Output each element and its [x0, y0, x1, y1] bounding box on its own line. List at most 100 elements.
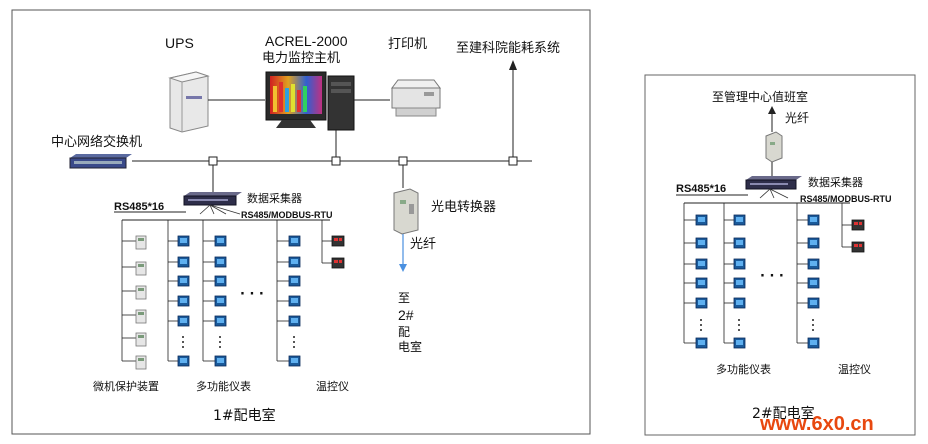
room1-ellipsis: · · ·	[240, 287, 264, 302]
bus-node	[208, 156, 218, 166]
meter-device-icon	[177, 275, 190, 287]
meter-device-icon	[214, 315, 227, 327]
rs485-count-label: RS485*16	[114, 201, 164, 213]
col-temp-label: 温控仪	[316, 379, 349, 393]
meter-device-icon	[733, 337, 746, 349]
meter-device-icon	[733, 258, 746, 270]
to-room2-line1: 至	[398, 291, 410, 305]
meter-device-icon	[214, 355, 227, 367]
meter-device-icon	[733, 277, 746, 289]
converter-label: 光电转换器	[431, 200, 496, 215]
continuation-dot	[700, 324, 702, 326]
meter-device-icon	[288, 315, 301, 327]
meter-device-icon	[288, 295, 301, 307]
col-protect-label: 微机保护装置	[93, 379, 159, 393]
continuation-dot	[219, 346, 221, 348]
meter-device-icon	[288, 355, 301, 367]
protection-device-icon	[135, 309, 147, 324]
room2-title: 2#配电室	[752, 405, 815, 422]
temp-controller-icon	[851, 219, 865, 231]
meter-device-icon	[807, 277, 820, 289]
ups-label: UPS	[165, 35, 194, 51]
meter-device-icon	[177, 256, 190, 268]
protocol-label: RS485/MODBUS-RTU	[241, 210, 333, 220]
room1-border	[11, 9, 591, 435]
room1-devices	[121, 220, 345, 370]
continuation-dot	[812, 319, 814, 321]
room2-border	[644, 74, 916, 436]
meter-device-icon	[807, 258, 820, 270]
to-room2-line3: 配	[398, 325, 410, 339]
host-name-label: 电力监控主机	[262, 51, 340, 66]
meter-device-icon	[807, 337, 820, 349]
fiber-arrow-icon	[399, 264, 407, 272]
continuation-dot	[182, 336, 184, 338]
monitor-computer-icon	[265, 71, 355, 131]
network-switch-icon	[69, 154, 132, 169]
data-collector-icon	[183, 192, 242, 206]
continuation-dot	[812, 329, 814, 331]
room2-converter-icon	[765, 131, 783, 163]
optical-converter-icon	[393, 188, 419, 235]
room1-title: 1#配电室	[213, 407, 276, 424]
room2-col-temp-label: 温控仪	[838, 362, 871, 376]
continuation-dot	[700, 319, 702, 321]
temp-controller-icon	[851, 241, 865, 253]
continuation-dot	[738, 329, 740, 331]
meter-device-icon	[177, 235, 190, 247]
continuation-dot	[293, 346, 295, 348]
printer-label: 打印机	[388, 37, 427, 52]
meter-device-icon	[177, 355, 190, 367]
ups-icon	[168, 71, 210, 133]
fiber-label: 光纤	[410, 237, 436, 252]
meter-device-icon	[288, 256, 301, 268]
room2-rs485-count-label: RS485*16	[676, 183, 726, 195]
meter-device-icon	[177, 295, 190, 307]
room2-fiber-label: 光纤	[785, 111, 809, 125]
meter-device-icon	[288, 275, 301, 287]
meter-device-icon	[733, 214, 746, 226]
room2-collector-label: 数据采集器	[808, 175, 863, 189]
continuation-dot	[293, 336, 295, 338]
meter-device-icon	[695, 258, 708, 270]
continuation-dot	[700, 329, 702, 331]
protection-device-icon	[135, 332, 147, 347]
continuation-dot	[219, 341, 221, 343]
printer-icon	[391, 79, 441, 117]
meter-device-icon	[695, 297, 708, 309]
meter-device-icon	[214, 256, 227, 268]
continuation-dot	[738, 319, 740, 321]
continuation-dot	[812, 324, 814, 326]
continuation-dot	[219, 336, 221, 338]
rs485-fanout	[199, 204, 241, 215]
meter-device-icon	[807, 237, 820, 249]
to-room2-line2: 2#	[398, 307, 414, 323]
switch-label: 中心网络交换机	[51, 134, 142, 150]
room2-devices	[683, 203, 865, 349]
meter-device-icon	[214, 295, 227, 307]
meter-device-icon	[733, 237, 746, 249]
to-center-label: 至管理中心值班室	[712, 89, 808, 104]
meter-device-icon	[695, 277, 708, 289]
meter-device-icon	[733, 297, 746, 309]
room2-protocol-label: RS485/MODBUS-RTU	[800, 194, 892, 204]
meter-device-icon	[177, 315, 190, 327]
to-energy-system-label: 至建科院能耗系统	[456, 41, 560, 56]
temp-controller-icon	[331, 235, 345, 247]
meter-device-icon	[807, 214, 820, 226]
continuation-dot	[182, 346, 184, 348]
collector-label: 数据采集器	[247, 191, 302, 205]
bus-node	[508, 156, 518, 166]
room2-rs485-fanout	[759, 188, 789, 199]
temp-controller-icon	[331, 257, 345, 269]
meter-device-icon	[288, 235, 301, 247]
protection-device-icon	[135, 235, 147, 250]
meter-device-icon	[214, 275, 227, 287]
uplink-arrow-icon	[509, 60, 517, 70]
protection-device-icon	[135, 355, 147, 370]
room2-collector-icon	[745, 176, 802, 190]
protection-device-icon	[135, 261, 147, 276]
meter-device-icon	[695, 214, 708, 226]
meter-device-icon	[807, 297, 820, 309]
